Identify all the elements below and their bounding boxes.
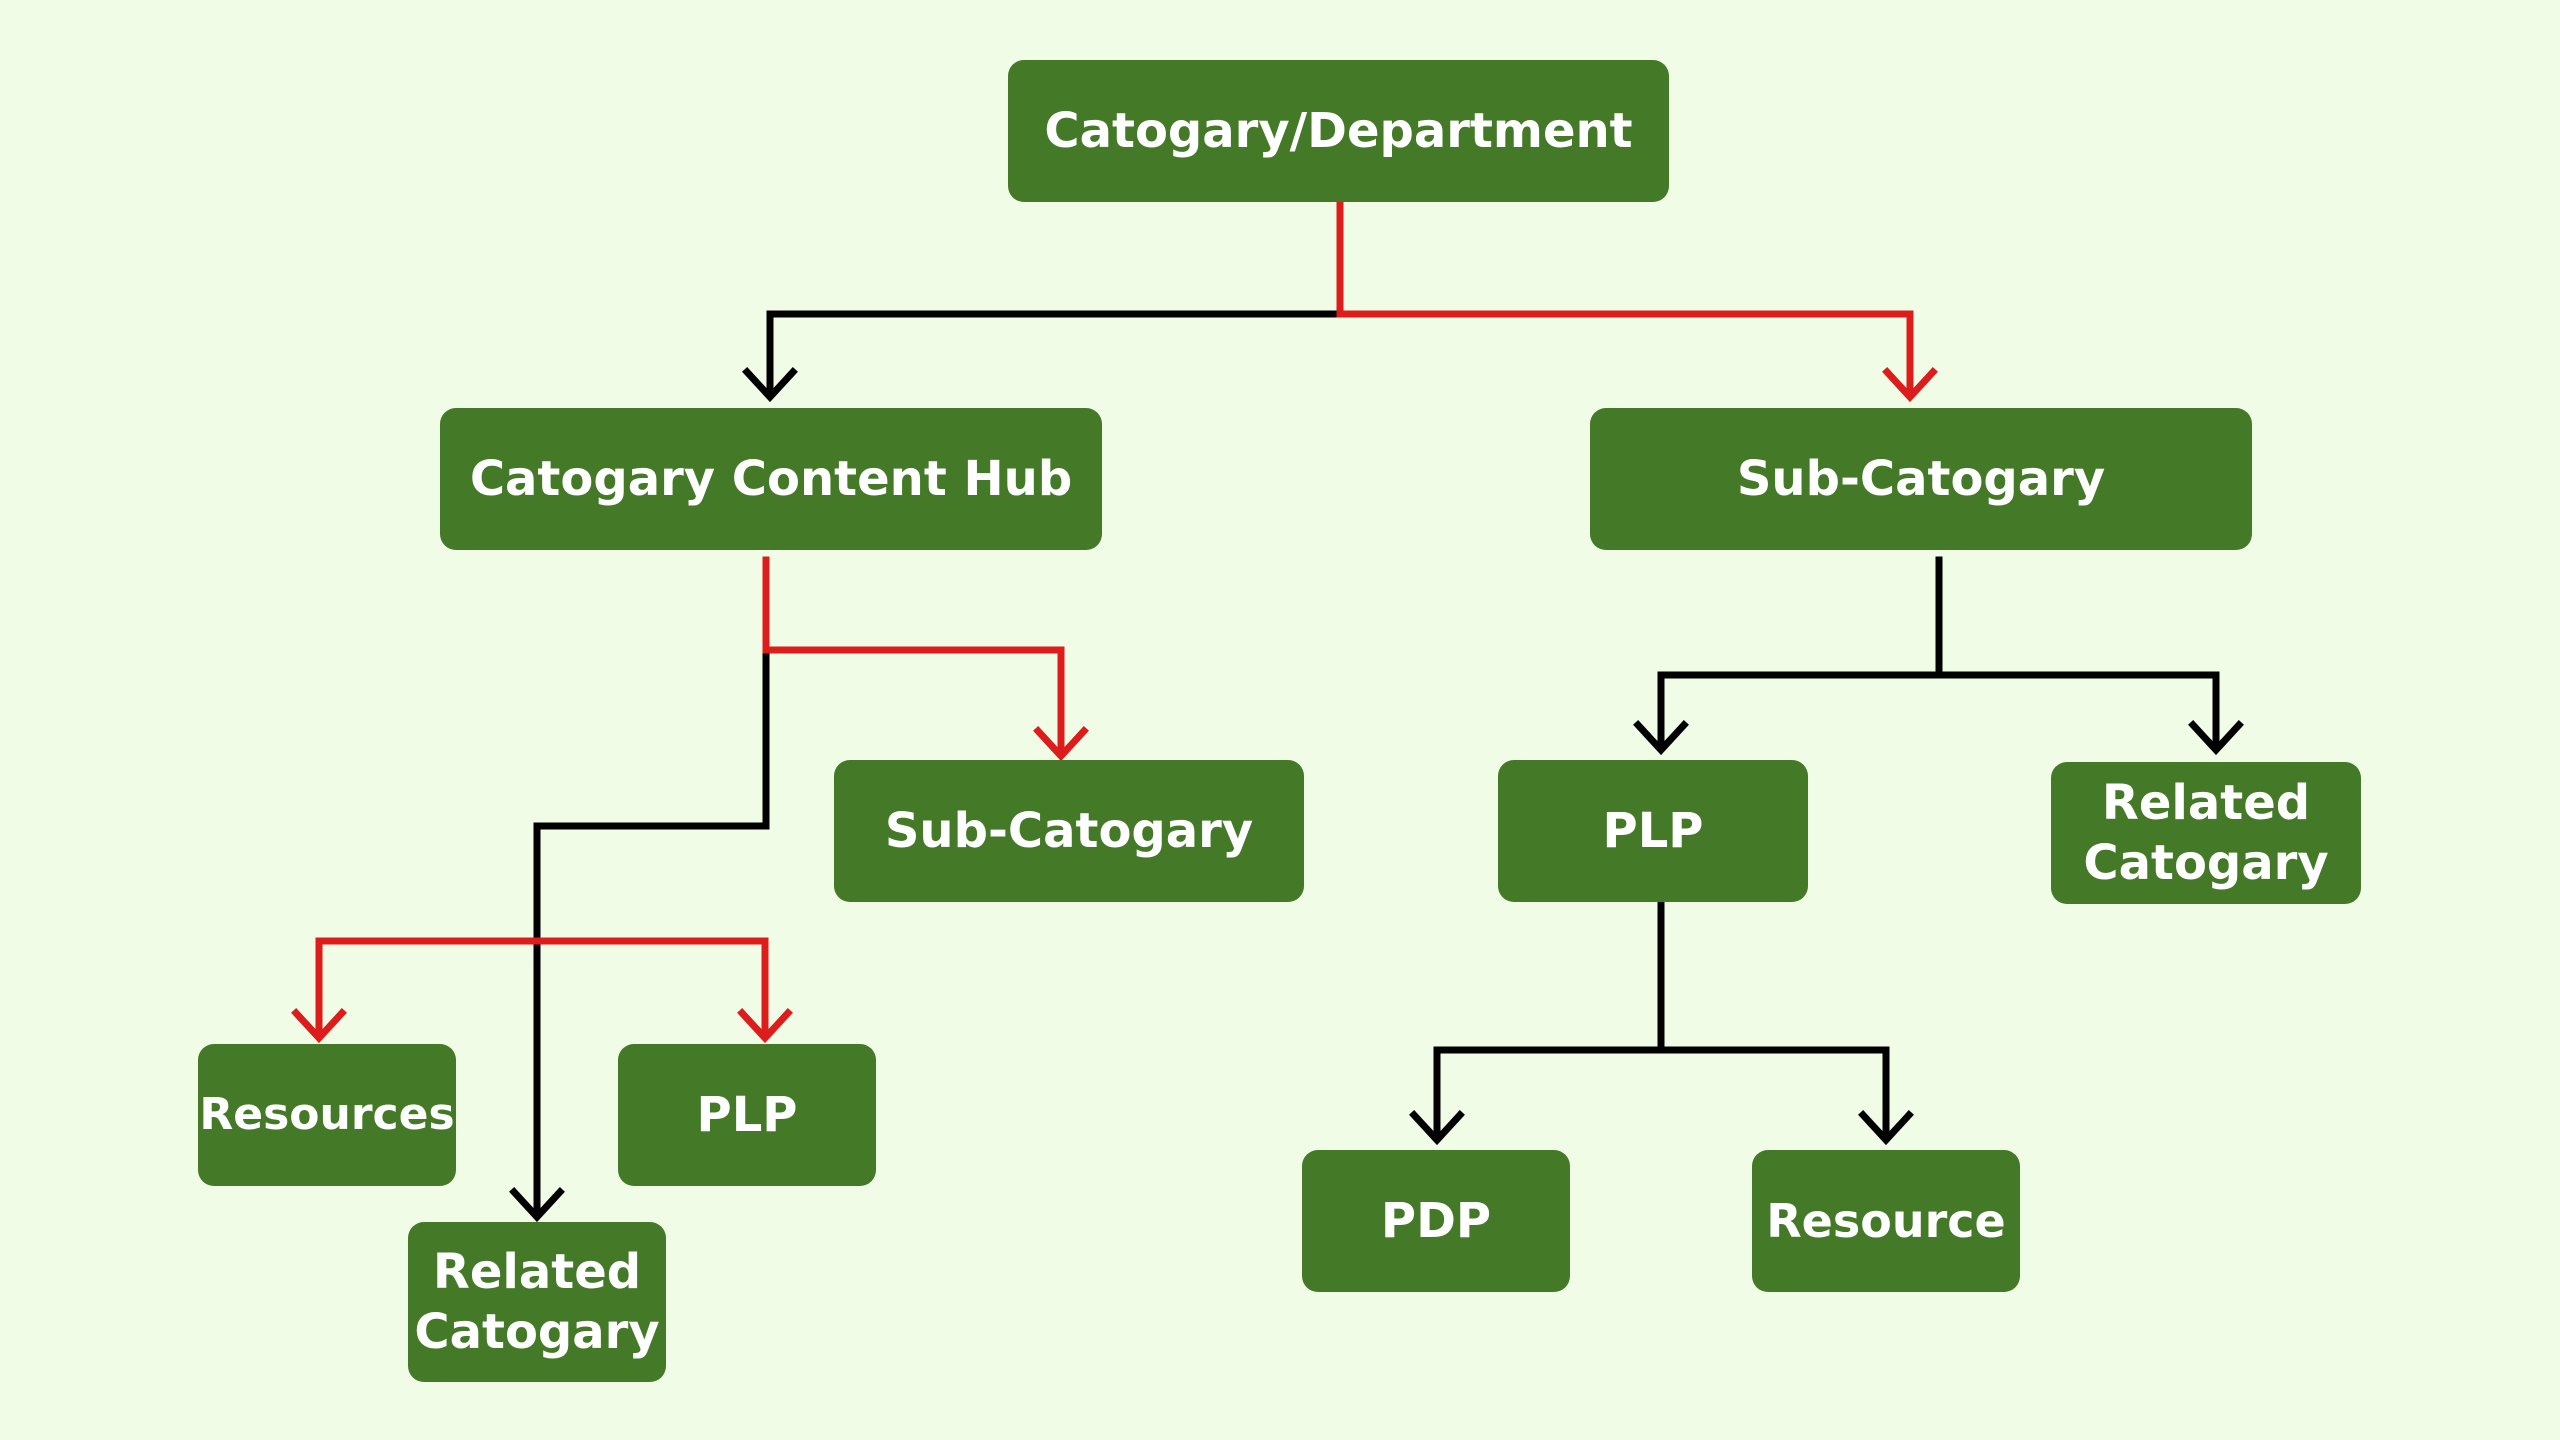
node-label: Catogary Content Hub (469, 451, 1073, 507)
edge-hub-to-resources (315, 937, 541, 1039)
node-label: Resource (1766, 1194, 2006, 1248)
node-sub-category-right: Sub-Catogary (1590, 408, 2252, 550)
node-related-category-left: Related Catogary (408, 1222, 666, 1382)
edge-sub-category-to-plp (1657, 556, 1943, 752)
arrowhead-plp-right (1633, 720, 1689, 756)
node-label: PLP (696, 1087, 798, 1143)
node-label: Resources (199, 1089, 455, 1140)
edge-plp-to-resource (1657, 1046, 1890, 1142)
node-category-department: Catogary/Department (1008, 60, 1669, 202)
arrowhead-resource (1858, 1110, 1914, 1146)
node-resource-right: Resource (1752, 1150, 2020, 1292)
arrowhead-pdp (1409, 1110, 1465, 1146)
arrowhead-sub-category (1882, 367, 1938, 403)
edge-hub-to-plp-left (533, 937, 769, 1039)
node-label: PDP (1380, 1193, 1492, 1249)
node-plp-right: PLP (1498, 760, 1808, 902)
node-category-content-hub: Catogary Content Hub (440, 408, 1102, 550)
arrowhead-related-category-right (2188, 720, 2244, 756)
edge-root-to-content-hub (766, 310, 1344, 399)
arrowhead-resources (291, 1008, 347, 1044)
node-label: Catogary/Department (1044, 103, 1633, 159)
edge-root-to-sub-category (1336, 201, 1914, 399)
edge-sub-category-to-related (1935, 671, 2220, 752)
node-label: Sub-Catogary (1736, 451, 2106, 507)
edge-plp-to-pdp (1433, 897, 1665, 1142)
node-label: PLP (1602, 803, 1704, 859)
edge-hub-to-sub-category (762, 556, 1065, 757)
node-related-category-right: Related Catogary (2051, 762, 2361, 904)
node-plp-left: PLP (618, 1044, 876, 1186)
arrowhead-sub-category-hub (1033, 726, 1089, 762)
node-pdp: PDP (1302, 1150, 1570, 1292)
arrowhead-plp-left (737, 1008, 793, 1044)
node-label: Related Catogary (2083, 775, 2329, 891)
node-label: Sub-Catogary (884, 803, 1254, 859)
node-sub-category-hub: Sub-Catogary (834, 760, 1304, 902)
arrowhead-content-hub (742, 367, 798, 403)
edge-hub-to-related-category (533, 646, 770, 1219)
node-label: Related Catogary (414, 1244, 660, 1360)
node-resources-left: Resources (198, 1044, 456, 1186)
arrowhead-related-category-left (509, 1187, 565, 1223)
